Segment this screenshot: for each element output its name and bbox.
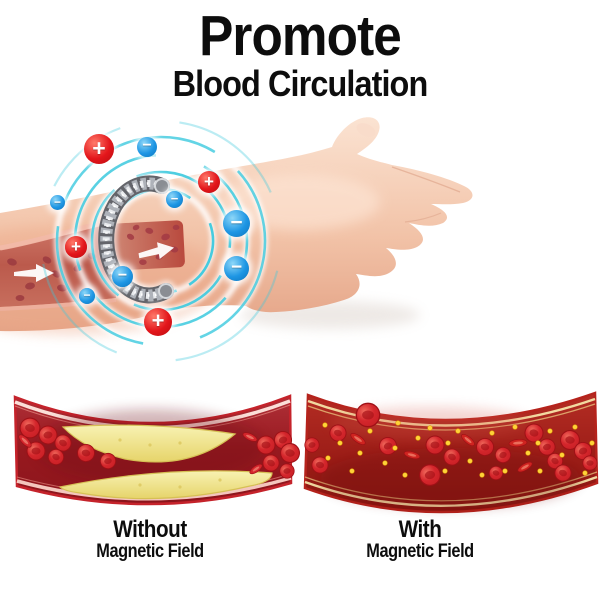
without-label: Without	[113, 516, 187, 543]
artery-without-figure	[0, 385, 302, 525]
without-caption: Without Magnetic Field	[30, 517, 270, 563]
plaque-deposits	[58, 424, 273, 500]
minus-glyph: −	[117, 266, 128, 284]
title-line-2: Blood Circulation	[172, 63, 429, 104]
magnetic-bracelet	[95, 172, 177, 307]
minus-glyph: −	[53, 194, 61, 209]
negative-charge-icon: −	[112, 266, 133, 287]
plus-glyph: +	[71, 236, 81, 256]
thumb-nail	[356, 123, 376, 137]
plus-glyph: +	[204, 171, 214, 191]
minus-glyph: −	[230, 257, 243, 278]
clogged-artery-illustration	[13, 394, 302, 506]
positive-charge-icon: +	[84, 134, 114, 164]
with-caption: With Magnetic Field	[330, 517, 510, 563]
without-sublabel: Magnetic Field	[96, 541, 204, 563]
title-line-1: Promote	[199, 4, 402, 68]
negative-charge-icon: −	[50, 195, 65, 210]
negative-charge-icon: −	[224, 256, 249, 281]
minus-glyph: −	[142, 137, 152, 154]
wrist-vessel-window	[107, 220, 185, 271]
minus-glyph: −	[83, 288, 91, 302]
negative-charge-icon: −	[137, 137, 157, 157]
minus-glyph: −	[230, 211, 243, 234]
clear-artery-illustration	[302, 391, 599, 514]
blood-flow-arrow	[138, 242, 175, 260]
blood-flow-arrow	[14, 264, 54, 282]
title-block: Promote Blood Circulation	[0, 8, 600, 102]
negative-charge-icon: −	[166, 191, 183, 208]
artery-with-figure	[300, 383, 600, 523]
negative-charge-icon: −	[223, 210, 250, 237]
with-label: With	[398, 516, 442, 543]
plus-glyph: +	[92, 134, 106, 161]
negative-charge-icon: −	[79, 288, 95, 304]
positive-charge-icon: +	[198, 171, 220, 193]
positive-charge-icon: +	[144, 308, 172, 336]
minus-glyph: −	[170, 191, 179, 206]
positive-charge-icon: +	[65, 236, 87, 258]
with-sublabel: Magnetic Field	[366, 541, 474, 563]
plus-glyph: +	[151, 308, 165, 333]
hero-illustration: + − + − − − + − − − +	[0, 110, 600, 375]
